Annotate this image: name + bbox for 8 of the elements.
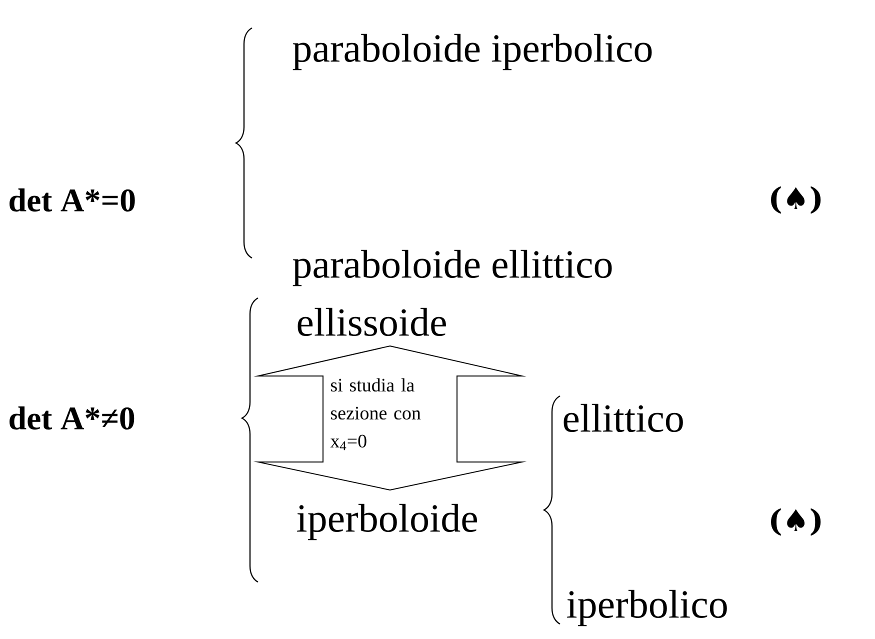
term-label: iperbolico: [567, 590, 727, 626]
condition-label: det A*=0: [10, 188, 135, 212]
term-label: paraboloide iperbolico: [292, 34, 652, 70]
marker-label: (♠): [771, 186, 821, 214]
condition-label: det A*≠0: [10, 406, 134, 430]
term-label: paraboloide ellittico: [292, 250, 612, 286]
marker-label: (♠): [771, 508, 821, 536]
term-label: ellittico: [564, 404, 683, 432]
